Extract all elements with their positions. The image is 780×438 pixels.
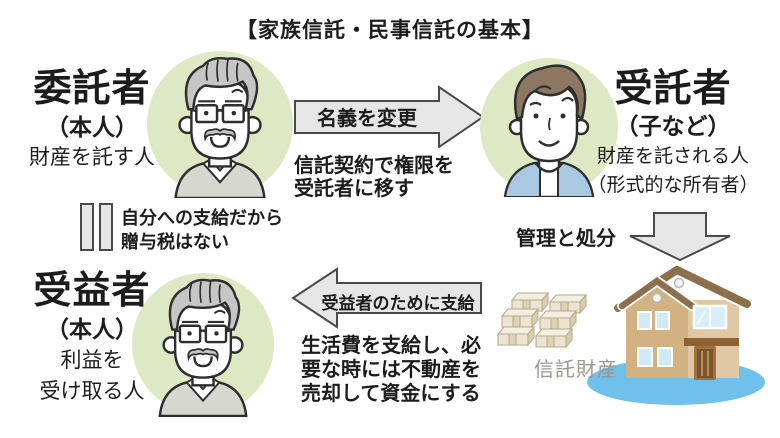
name-change-note: 信託契約で権限を 受託者に移す — [294, 155, 454, 201]
trustee-block: 受託者 （子など） 財産を託される人 （形式的な所有者） — [583, 68, 763, 198]
young-man-avatar-icon — [480, 58, 618, 197]
trustee-sub: （子など） — [615, 112, 731, 139]
trustee-name: 受託者 — [614, 68, 732, 110]
settlor-desc: 財産を託す人 — [29, 146, 155, 170]
settlor-sub: （本人） — [46, 113, 138, 140]
arrow-right-icon — [294, 85, 485, 148]
name-change-note-line1: 信託契約で権限を — [294, 155, 454, 177]
name-change-note-line2: 受託者に移す — [294, 178, 414, 200]
management-label: 管理と処分 — [516, 228, 616, 250]
payment-note-line2: 要な時には不動産を — [301, 359, 481, 381]
elderly-man-avatar-icon — [146, 50, 294, 198]
settlor-block: 委託者 （本人） 財産を託す人 — [14, 68, 170, 171]
money-stacks-icon — [496, 291, 588, 349]
arrow-down-icon — [629, 212, 731, 262]
equals-icon — [80, 203, 113, 251]
settlor-name: 委託者 — [33, 68, 151, 110]
elderly-man-avatar-icon — [131, 272, 275, 417]
beneficiary-sub: （本人） — [46, 315, 138, 342]
equals-note-line1: 自分への支給だから — [121, 208, 283, 228]
payment-label: 受益者のために支給 — [321, 294, 475, 313]
beneficiary-desc-line2: 受け取る人 — [39, 380, 145, 404]
payment-note-line3: 売却して資金にする — [301, 383, 481, 405]
arrow-left-icon — [291, 267, 482, 329]
beneficiary-name: 受益者 — [33, 270, 151, 312]
page-title: 【家族信託・民事信託の基本】 — [236, 19, 544, 42]
equals-note: 自分への支給だから 贈与税はない — [121, 206, 283, 254]
beneficiary-desc-line1: 利益を — [60, 349, 124, 373]
house-icon — [587, 263, 765, 405]
trustee-desc-line2: （形式的な所有者） — [587, 175, 759, 197]
payment-note: 生活費を支給し、必 要な時には不動産を 売却して資金にする — [301, 334, 481, 406]
trust-assets-label: 信託財産 — [534, 359, 618, 381]
name-change-label: 名義を変更 — [317, 108, 417, 130]
equals-note-line2: 贈与税はない — [121, 232, 229, 252]
trustee-desc-line1: 財産を託される人 — [596, 146, 749, 168]
payment-note-line1: 生活費を支給し、必 — [301, 335, 481, 357]
beneficiary-block: 受益者 （本人） 利益を 受け取る人 — [14, 270, 170, 405]
